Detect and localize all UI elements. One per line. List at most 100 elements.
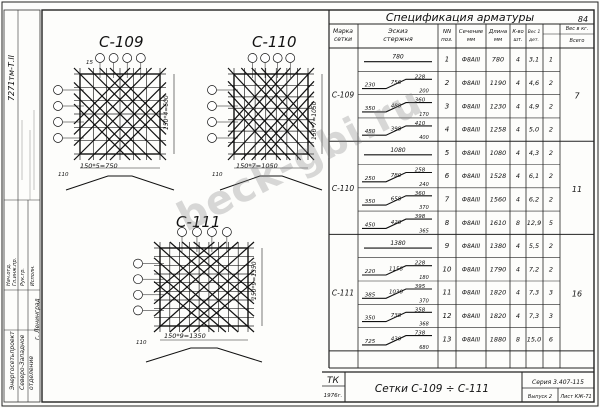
left-dim-c110: 110	[212, 172, 223, 178]
sketch-dim: 450	[365, 129, 376, 135]
header-sketch-2: стержня	[383, 35, 413, 43]
row-section: Ф8АIII	[462, 243, 481, 250]
position-marker	[133, 305, 143, 316]
sketch-dim: 780	[391, 173, 402, 179]
position-marker	[95, 53, 105, 63]
row-weight-one: 4,6	[529, 79, 539, 87]
position-marker	[133, 289, 143, 300]
row-qty: 4	[516, 289, 520, 297]
sketch-dim: 756	[391, 80, 402, 86]
row-weight-total: 2	[549, 195, 553, 203]
position-marker	[222, 227, 232, 237]
sketch-dim: 360	[415, 98, 426, 104]
mesh-drawing-c110	[207, 53, 323, 191]
sketch-dim: 360	[415, 191, 426, 197]
bar-sketch: 780	[364, 54, 432, 63]
inner-frame	[41, 9, 595, 403]
row-section: Ф8АIII	[462, 173, 481, 180]
title-block-issue: Выпуск 2	[528, 394, 552, 400]
row-weight-one: 5,0	[529, 126, 539, 134]
row-pos: 4	[445, 126, 449, 134]
sketch-dim: 240	[419, 182, 429, 188]
left-dim-c109: 110	[58, 172, 69, 178]
row-weight-one: 4,3	[529, 149, 539, 157]
row-qty: 4	[516, 79, 520, 87]
position-marker	[122, 53, 133, 63]
position-marker	[247, 53, 258, 63]
sketch-dim: 398	[415, 214, 426, 220]
sketch-dim: 200	[419, 89, 429, 95]
row-qty: 4	[516, 242, 520, 250]
title-block-code: ТК	[327, 376, 339, 386]
sketch-dim: 180	[419, 275, 429, 281]
row-length: 1790	[490, 265, 507, 273]
header-weight-one: Вес 1	[528, 29, 541, 35]
row-weight-one: 6,1	[529, 172, 539, 180]
title-block-year: 1976г.	[324, 393, 343, 399]
org-line-3: отделение	[28, 356, 35, 390]
row-weight-one: 12,9	[527, 219, 541, 227]
header-pos: NN	[443, 29, 451, 35]
title-block-name: Сетки С-109 ÷ С-111	[375, 383, 489, 395]
stamp-row-2: Гл.инж.пр.	[12, 258, 18, 286]
row-section: Ф8АIII	[462, 336, 481, 343]
position-marker	[207, 117, 217, 127]
row-pos: 1	[445, 56, 449, 64]
side-dim-c111: 150*9=1350	[251, 261, 258, 300]
sketch-dim: 430	[391, 336, 402, 342]
row-weight-total: 3	[549, 312, 553, 320]
row-length: 1190	[490, 79, 507, 87]
row-weight-total: 2	[549, 126, 553, 134]
row-weight-total: 1	[549, 56, 553, 64]
row-pos: 6	[445, 172, 450, 180]
sketch-dim: 1380	[390, 240, 405, 247]
left-dim-c111: 110	[136, 340, 147, 346]
row-section: Ф8АIII	[462, 290, 481, 297]
row-pos: 8	[445, 219, 450, 227]
side-dim-c110: 150*7=1050	[311, 101, 318, 140]
header-weight-one-2: дет.	[528, 38, 539, 43]
row-qty: 4	[516, 102, 520, 110]
row-length: 1230	[490, 102, 507, 110]
sketch-dim: 228	[415, 74, 426, 80]
group-total: 7	[574, 92, 580, 101]
drawing-title-c109: С-109	[99, 33, 144, 51]
sketch-dim: 358	[415, 307, 426, 313]
row-pos: 5	[445, 149, 450, 157]
row-qty: 4	[516, 126, 520, 134]
sketch-dim: 228	[415, 261, 426, 267]
row-section: Ф8АIII	[462, 80, 481, 87]
org-line-2: Северо-Западное	[19, 334, 26, 390]
row-weight-one: 3,1	[529, 56, 539, 64]
row-length: 1380	[490, 242, 507, 250]
row-length: 1880	[490, 335, 507, 343]
header-section-2: мм	[467, 37, 475, 43]
group-mark: С-111	[332, 289, 354, 298]
row-pos: 7	[445, 195, 450, 203]
bar-sketch: 1080	[364, 147, 432, 156]
row-weight-total: 2	[549, 265, 553, 273]
mesh-drawing-c111	[133, 227, 263, 363]
row-length: 1080	[490, 149, 507, 157]
position-marker	[272, 53, 283, 63]
header-qty-2: шт.	[513, 37, 522, 43]
position-marker	[53, 101, 63, 111]
row-weight-total: 3	[549, 289, 553, 297]
sketch-dim: 220	[365, 269, 376, 275]
row-length: 780	[492, 56, 504, 64]
sketch-dim: 398	[391, 127, 402, 133]
row-weight-one: 7,3	[529, 289, 539, 297]
position-marker	[285, 53, 296, 63]
position-marker	[108, 53, 119, 63]
row-qty: 4	[516, 149, 520, 157]
